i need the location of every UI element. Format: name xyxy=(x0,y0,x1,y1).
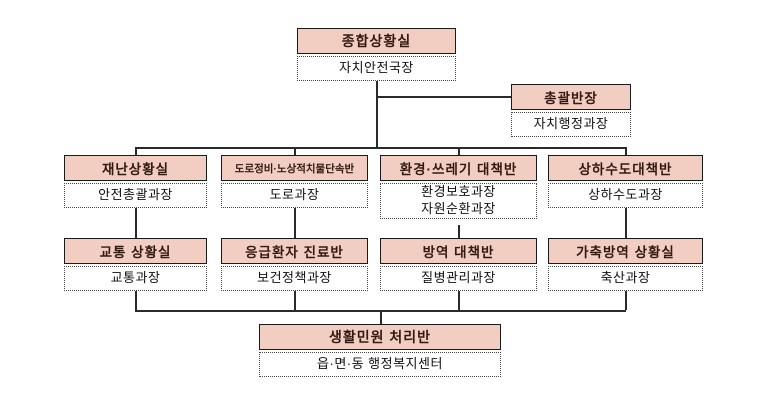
node-title: 교통 상황실 xyxy=(64,238,207,264)
node-title: 응급환자 진료반 xyxy=(221,238,368,264)
node-subtitle: 안전총괄과장 xyxy=(64,183,207,208)
node-subtitle: 자치행정과장 xyxy=(511,112,631,137)
connector-line-c3-mid xyxy=(458,225,460,238)
org-node-civil-complaints-team: 생활민원 처리반 읍·면·동 행정복지센터 xyxy=(259,324,501,377)
node-title: 방역 대책반 xyxy=(380,238,537,264)
node-title: 종합상황실 xyxy=(297,28,456,54)
node-subtitle: 읍·면·동 행정복지센터 xyxy=(259,352,501,377)
node-subtitle: 질병관리과장 xyxy=(380,266,537,291)
org-node-water-sewage-team: 상하수도대책반 상하수도과장 xyxy=(548,155,703,208)
node-subtitle: 도로과장 xyxy=(221,183,368,208)
node-title: 가축방역 상황실 xyxy=(548,238,703,264)
org-node-comprehensive-situation-room: 종합상황실 자치안전국장 xyxy=(297,28,456,81)
node-subtitle: 환경보호과장 자원순환과장 xyxy=(380,183,537,219)
connector-line-c1-bottom xyxy=(135,291,137,310)
connector-line-c3-bottom xyxy=(458,291,460,310)
node-subtitle: 축산과장 xyxy=(548,266,703,291)
connector-line-c1-mid xyxy=(135,208,137,238)
org-node-general-team-leader: 총괄반장 자치행정과장 xyxy=(511,84,631,137)
org-node-emergency-medical-team: 응급환자 진료반 보건정책과장 xyxy=(221,238,368,291)
connector-stub-bottom xyxy=(380,310,382,324)
org-node-disaster-situation-room: 재난상황실 안전총괄과장 xyxy=(64,155,207,208)
org-node-road-maintenance-team: 도로정비·노상적치물단속반 도로과장 xyxy=(221,155,368,208)
connector-line-c2-mid xyxy=(294,208,296,238)
node-title: 상하수도대책반 xyxy=(548,155,703,181)
node-subtitle: 상하수도과장 xyxy=(548,183,703,208)
connector-line-to-coordinator xyxy=(376,96,511,98)
connector-stub-r1c1 xyxy=(135,147,137,155)
node-subtitle: 보건정책과장 xyxy=(221,266,368,291)
node-title: 도로정비·노상적치물단속반 xyxy=(221,155,368,181)
node-title: 총괄반장 xyxy=(511,84,631,110)
node-title: 생활민원 처리반 xyxy=(259,324,501,350)
node-title: 재난상황실 xyxy=(64,155,207,181)
connector-stub-r1c3 xyxy=(458,147,460,155)
connector-stub-r1c2 xyxy=(294,147,296,155)
node-title: 환경·쓰레기 대책반 xyxy=(380,155,537,181)
org-node-traffic-situation-room: 교통 상황실 교통과장 xyxy=(64,238,207,291)
org-node-quarantine-team: 방역 대책반 질병관리과장 xyxy=(380,238,537,291)
connector-line-c4-bottom xyxy=(625,291,627,310)
org-node-environment-waste-team: 환경·쓰레기 대책반 환경보호과장 자원순환과장 xyxy=(380,155,537,219)
node-subtitle: 교통과장 xyxy=(64,266,207,291)
connector-stub-r1c4 xyxy=(625,147,627,155)
connector-line-c4-mid xyxy=(625,208,627,238)
node-subtitle: 자치안전국장 xyxy=(297,56,456,81)
connector-line-c2-bottom xyxy=(294,291,296,310)
connector-line-row1-horizontal xyxy=(135,147,626,149)
org-node-livestock-quarantine-room: 가축방역 상황실 축산과장 xyxy=(548,238,703,291)
connector-line-top-vertical xyxy=(376,81,378,147)
